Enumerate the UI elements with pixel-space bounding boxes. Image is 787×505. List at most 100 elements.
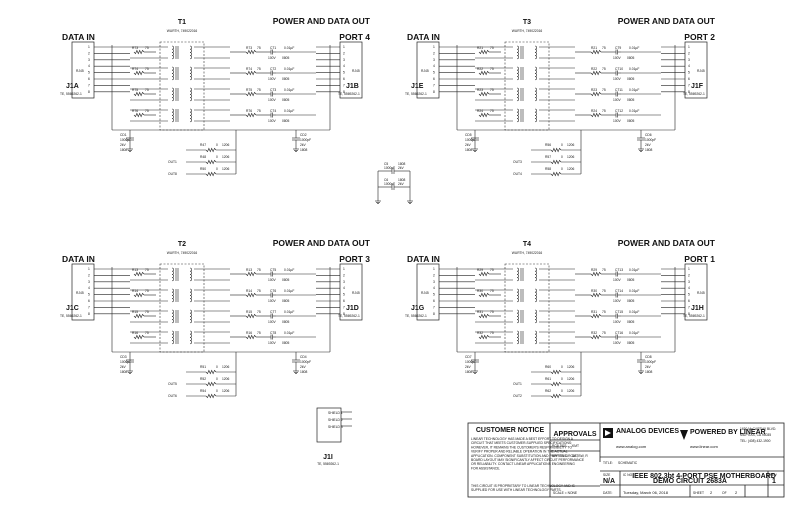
transformer-coil bbox=[171, 288, 174, 303]
transformer-coil bbox=[171, 108, 174, 123]
cap-left-voltage: 2kV bbox=[465, 365, 471, 369]
linear-url: www.linear.com bbox=[690, 444, 718, 449]
resistor-value: 75 bbox=[257, 109, 261, 113]
resistor-value: 75 bbox=[257, 289, 261, 293]
pin-number: 6 bbox=[688, 299, 690, 303]
cap-voltage: 100V bbox=[268, 77, 277, 81]
pin-number: 3 bbox=[688, 280, 690, 284]
resistor-value: 75 bbox=[602, 268, 606, 272]
data-in-label: DATA IN bbox=[62, 254, 95, 264]
size-value: N/A bbox=[603, 478, 615, 485]
row-resistor-ref: R24 bbox=[477, 109, 483, 113]
pin-number: 3 bbox=[88, 58, 90, 62]
cap-ref: CT7 bbox=[270, 310, 276, 314]
rj45-jack-out bbox=[339, 41, 363, 99]
cap-package: 0805 bbox=[627, 98, 635, 102]
net-label: OUT1 bbox=[513, 382, 522, 386]
cap-right-ref: CD4 bbox=[300, 355, 307, 359]
analog-devices-logo-text: ANALOG DEVICES bbox=[616, 428, 679, 435]
resistor-symbol bbox=[205, 171, 217, 177]
row-resistor-value: 75 bbox=[490, 88, 494, 92]
transformer-coil bbox=[189, 330, 192, 345]
data-in-label: DATA IN bbox=[407, 254, 440, 264]
bottom-resistor-ref: R62 bbox=[545, 389, 551, 393]
resistor-symbol bbox=[133, 112, 145, 118]
resistor-symbol bbox=[590, 49, 602, 55]
bottom-resistor-package: 1206 bbox=[222, 167, 230, 171]
sheet-value: 2 bbox=[710, 490, 713, 495]
cap-voltage: 100V bbox=[613, 56, 622, 60]
resistor-symbol bbox=[590, 271, 602, 277]
rj45-jack-out bbox=[684, 41, 708, 99]
bottom-resistor-value: 0 bbox=[561, 377, 563, 381]
cap-package: 0805 bbox=[627, 119, 635, 123]
transformer-coil bbox=[189, 267, 192, 282]
transformer-coil bbox=[189, 66, 192, 81]
resistor-symbol bbox=[133, 49, 145, 55]
transformer-coil bbox=[534, 267, 537, 282]
cap-voltage: 100V bbox=[268, 341, 277, 345]
cap-left-package: 1808 bbox=[465, 370, 473, 374]
transformer-ref: T3 bbox=[523, 19, 531, 26]
title-value: SCHEMATIC bbox=[618, 461, 638, 465]
cap-right-ref: CD8 bbox=[645, 355, 652, 359]
cap-left-package: 1808 bbox=[120, 370, 128, 374]
row-resistor-value: 75 bbox=[145, 289, 149, 293]
resistor-symbol bbox=[590, 292, 602, 298]
jack-out-ref: J1H bbox=[691, 305, 704, 312]
resistor-symbol bbox=[478, 70, 490, 76]
transformer-coil bbox=[189, 45, 192, 60]
resistor-symbol bbox=[590, 334, 602, 340]
cap-voltage: 100V bbox=[613, 77, 622, 81]
pin-number: 1 bbox=[688, 267, 690, 271]
shield-jack bbox=[316, 407, 342, 443]
resistor-value: 75 bbox=[602, 310, 606, 314]
shield-pin: SHIELD 3 bbox=[328, 425, 343, 429]
resistor-ref: R22 bbox=[591, 67, 597, 71]
resistor-ref: R16 bbox=[246, 331, 252, 335]
resistor-symbol bbox=[205, 381, 217, 387]
port-label: PORT 1 bbox=[684, 254, 715, 264]
port-label: PORT 2 bbox=[684, 32, 715, 42]
transformer-coil bbox=[516, 87, 519, 102]
pin-number: 7 bbox=[688, 305, 690, 309]
net-label: OUT3 bbox=[513, 160, 522, 164]
pin-number: 7 bbox=[88, 305, 90, 309]
cap-value: 0.01µF bbox=[284, 88, 294, 92]
row-resistor-ref: R16 bbox=[132, 331, 138, 335]
rj45-label: RJ45 bbox=[352, 291, 360, 295]
cap-right-voltage: 2kV bbox=[300, 365, 306, 369]
cap-value: 0.01µF bbox=[629, 88, 639, 92]
bottom-resistor-package: 1206 bbox=[222, 155, 230, 159]
pin-number: 1 bbox=[688, 45, 690, 49]
power-out-label: POWER AND DATA OUT bbox=[273, 16, 371, 26]
power-out-label: POWER AND DATA OUT bbox=[618, 16, 716, 26]
bottom-resistor-package: 1206 bbox=[567, 143, 575, 147]
transformer-ref: T2 bbox=[178, 241, 186, 248]
resistor-symbol bbox=[205, 393, 217, 399]
cap-ref: CT16 bbox=[615, 331, 623, 335]
resistor-symbol bbox=[478, 91, 490, 97]
pin-number: 6 bbox=[433, 299, 435, 303]
cap-left-package: 1808 bbox=[120, 148, 128, 152]
pin-number: 5 bbox=[688, 71, 690, 75]
resistor-ref: R31 bbox=[591, 310, 597, 314]
bottom-resistor-ref: R60 bbox=[545, 365, 551, 369]
transformer-part: WURTH, 749022016 bbox=[512, 29, 543, 33]
row-resistor-value: 75 bbox=[145, 310, 149, 314]
cap-value: 0.01µF bbox=[629, 331, 639, 335]
rj45-label: RJ45 bbox=[76, 291, 84, 295]
app-eng-label: APP ENG. bbox=[552, 454, 568, 458]
pin-number: 2 bbox=[688, 51, 690, 55]
pin-number: 1 bbox=[433, 267, 435, 271]
cap-value: 0.01µF bbox=[284, 67, 294, 71]
cap-ref: CT8 bbox=[270, 331, 276, 335]
linear-logo-mark bbox=[680, 430, 688, 440]
cap-voltage: 100V bbox=[613, 320, 622, 324]
transformer-coil bbox=[516, 309, 519, 324]
bottom-resistor-value: 0 bbox=[561, 389, 563, 393]
cap-voltage: 100V bbox=[268, 119, 277, 123]
cap-left-value: 1000pF bbox=[465, 138, 476, 142]
